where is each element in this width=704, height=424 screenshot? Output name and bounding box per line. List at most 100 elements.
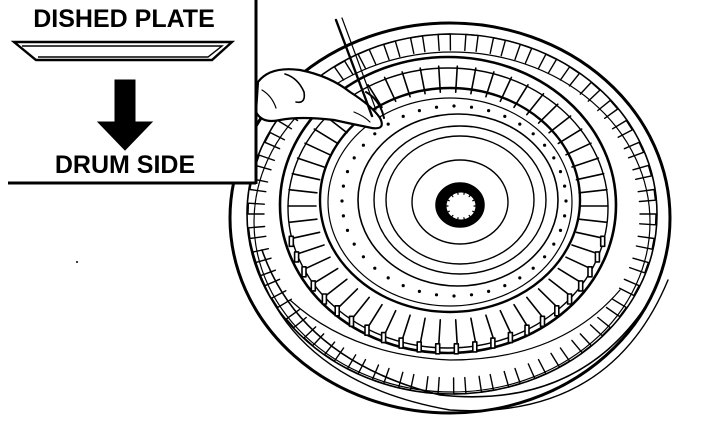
- pack-tooth-face: [599, 235, 606, 248]
- rivet-dot: [352, 156, 356, 160]
- drum-spline: [637, 188, 657, 203]
- hub-ring-1: [357, 113, 559, 287]
- drum-spline: [559, 66, 581, 87]
- rivet-dot: [543, 255, 547, 259]
- rivet-dot: [518, 122, 522, 126]
- hub-ring-4: [411, 159, 509, 245]
- hub-ring-2: [373, 125, 547, 275]
- rivet-dot: [531, 132, 535, 136]
- drum-spline: [254, 154, 275, 171]
- pack-tooth: [525, 296, 545, 320]
- pack-tooth-face: [301, 265, 307, 278]
- pack-tooth-face: [587, 265, 593, 278]
- pack-tooth-face: [577, 280, 584, 292]
- drum-spline: [357, 48, 377, 70]
- splined-hub: [435, 182, 485, 228]
- drum-spline: [323, 341, 345, 362]
- drum-spline: [247, 225, 267, 240]
- plate-rivet-ring: [340, 104, 568, 298]
- drum-spline: [629, 257, 650, 274]
- drum-spline: [247, 202, 265, 215]
- pack-tooth-face: [310, 280, 317, 292]
- drum-spline: [635, 235, 655, 250]
- drum-spline: [409, 35, 426, 55]
- rivet-dot: [552, 242, 556, 246]
- drum-spline: [537, 53, 558, 74]
- rivet-dot: [341, 184, 345, 188]
- pack-tooth: [565, 256, 592, 270]
- rivet-dot: [543, 143, 547, 147]
- pack-tooth: [571, 157, 600, 168]
- clutch-pack-outer: [278, 55, 618, 355]
- rivet-dot: [386, 122, 390, 126]
- drum-spline: [264, 131, 286, 150]
- drum-spline: [579, 81, 601, 102]
- rivet-dot: [558, 228, 563, 232]
- pack-tooth: [304, 256, 331, 270]
- pack-tooth: [296, 157, 325, 168]
- pack-tooth-face: [293, 251, 300, 263]
- pack-tooth: [437, 318, 442, 347]
- drum-lip: [253, 51, 651, 393]
- rivet-dot: [487, 289, 491, 293]
- pack-tooth: [571, 244, 600, 255]
- pack-tooth: [367, 303, 383, 329]
- drum-spline: [589, 316, 611, 337]
- rivet-dot: [434, 293, 439, 297]
- inset-bottom-label: DRUM SIDE: [55, 151, 195, 179]
- drum-spline: [527, 358, 547, 380]
- drum-spline: [333, 60, 354, 81]
- drum-depth-line-3: [289, 289, 621, 361]
- drum-spline: [514, 43, 533, 64]
- pack-tooth: [313, 128, 339, 145]
- finger-icon: [254, 68, 383, 130]
- pack-tooth: [367, 84, 383, 109]
- inset-panel: DISHED PLATE DRUM SIDE: [0, 0, 258, 185]
- pick-tool-icon: [334, 17, 385, 119]
- drum-spline: [346, 354, 367, 375]
- hub-spline: [463, 217, 466, 222]
- pack-tooth-face: [364, 324, 370, 337]
- arrow-down-icon: [96, 79, 154, 151]
- drum-spline: [285, 309, 307, 329]
- pack-tooth: [578, 188, 608, 194]
- inner-plate-edge-2: [327, 97, 573, 307]
- pack-tooth-face: [380, 331, 387, 344]
- pack-tooth-face: [348, 315, 355, 328]
- pack-tooth-face: [398, 337, 404, 349]
- pack-tooth: [288, 188, 318, 194]
- pack-tooth: [578, 218, 608, 224]
- pack-tooth-face: [594, 251, 601, 263]
- hub-spline: [468, 214, 472, 219]
- pack-tooth: [288, 218, 318, 224]
- pack-tooth: [548, 278, 572, 297]
- dished-plate-icon: [10, 40, 236, 62]
- pack-tooth-face: [553, 304, 560, 317]
- pack-tooth-face: [453, 342, 460, 355]
- pack-tooth: [291, 172, 321, 181]
- pack-tooth: [485, 314, 495, 341]
- pack-tooth-face: [321, 293, 328, 305]
- rivet-dot: [563, 184, 567, 188]
- pack-tooth: [401, 314, 411, 341]
- drum-spline: [597, 99, 619, 119]
- pack-tooth: [499, 309, 513, 336]
- pack-tooth: [537, 288, 559, 309]
- rivet-dot: [452, 104, 456, 108]
- rivet-dot: [434, 105, 439, 109]
- hub-spline: [468, 193, 472, 198]
- drum-spline: [550, 347, 571, 368]
- pack-tooth-face: [288, 235, 295, 248]
- rivet-dot: [401, 284, 405, 288]
- rivet-dot: [340, 199, 344, 203]
- drum-spline: [489, 37, 507, 57]
- drum-spline: [478, 373, 495, 393]
- pack-tooth: [557, 267, 583, 284]
- rivet-dot: [373, 132, 377, 136]
- drum-spline: [623, 141, 645, 159]
- drum-spline: [611, 119, 633, 138]
- rivet-dot: [452, 294, 456, 298]
- pack-tooth: [291, 231, 321, 240]
- rivet-dot: [469, 293, 474, 297]
- rivet-dot: [361, 143, 365, 147]
